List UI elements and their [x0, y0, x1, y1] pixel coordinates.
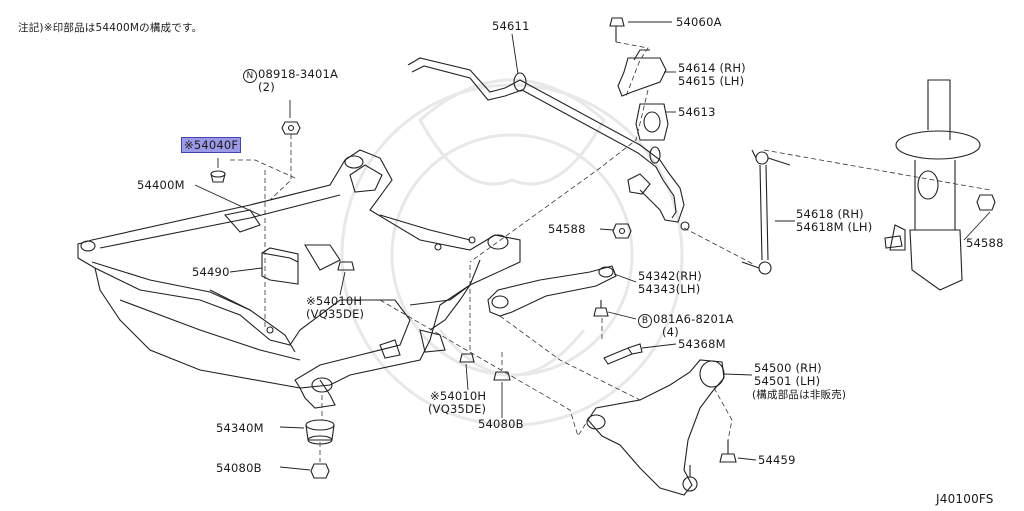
- parts-note: 注記)※印部品は54400Mの構成です。: [18, 22, 203, 34]
- label-54611[interactable]: 54611: [492, 19, 530, 33]
- label-54614[interactable]: 54614 (RH): [678, 61, 746, 75]
- label-08918-number: 08918-3401A: [258, 67, 339, 81]
- leader-lines: [194, 21, 991, 471]
- part-54490-shape: [261, 247, 299, 285]
- label-54010H-upper-engine: (VQ35DE): [306, 307, 365, 321]
- label-54618[interactable]: 54618 (RH): [796, 207, 864, 221]
- label-54615[interactable]: 54615 (LH): [678, 74, 745, 88]
- diagram-code: J40100FS: [936, 492, 994, 506]
- label-54010H-lower-engine: (VQ35DE): [428, 402, 487, 416]
- watermark-emblem: [340, 78, 684, 427]
- label-54618M[interactable]: 54618M (LH): [796, 220, 873, 234]
- label-54500-note: (構成部品は非販売): [752, 389, 847, 401]
- label-54500[interactable]: 54500 (RH): [754, 361, 822, 375]
- label-54080B-left[interactable]: 54080B: [216, 461, 262, 475]
- dashed-alignment-lines: [230, 41, 991, 462]
- highlighted-part-number: ※54040F: [181, 137, 242, 153]
- label-54459[interactable]: 54459: [758, 453, 796, 467]
- label-54588-left[interactable]: 54588: [548, 222, 586, 236]
- label-54490[interactable]: 54490: [192, 265, 230, 279]
- stabilizer-clamp: [609, 17, 669, 141]
- stabilizer-bar: [407, 57, 690, 231]
- label-54501[interactable]: 54501 (LH): [754, 374, 821, 388]
- label-54613[interactable]: 54613: [678, 105, 716, 119]
- label-54588-right[interactable]: 54588: [966, 236, 1004, 250]
- label-081A6-number: 081A6-8201A: [653, 312, 734, 326]
- label-54010H-upper[interactable]: ※54010H: [306, 294, 363, 308]
- part-54342-shape: [487, 265, 617, 317]
- label-54010H-lower[interactable]: ※54010H: [430, 389, 487, 403]
- n-badge-icon: N: [243, 69, 257, 83]
- strut-assembly: [884, 79, 996, 291]
- stabilizer-link: [741, 149, 791, 275]
- label-081A6-qty: (4): [662, 325, 679, 339]
- label-54368M[interactable]: 54368M: [678, 337, 726, 351]
- part-08918-nut-shape: [281, 121, 301, 135]
- label-08918-qty: (2): [258, 80, 275, 94]
- bolts-081A6-54368M: [593, 300, 643, 365]
- label-54342[interactable]: 54342(RH): [638, 269, 702, 283]
- label-54400M[interactable]: 54400M: [137, 178, 185, 192]
- b-badge-icon: B: [638, 314, 652, 328]
- part-54459-bolt-shape: [719, 440, 737, 463]
- part-54040F-shape: [210, 170, 226, 183]
- label-54343[interactable]: 54343(LH): [638, 282, 701, 296]
- part-54010H-shapes: [337, 261, 475, 363]
- label-54060A[interactable]: 54060A: [676, 15, 722, 29]
- lower-transverse-link: [586, 359, 725, 496]
- label-54040F[interactable]: ※54040F: [181, 137, 242, 153]
- label-54080B-right[interactable]: 54080B: [478, 417, 524, 431]
- label-54340M[interactable]: 54340M: [216, 421, 264, 435]
- front-subframe: [77, 149, 521, 409]
- part-54588-nut-a-shape: [612, 223, 632, 239]
